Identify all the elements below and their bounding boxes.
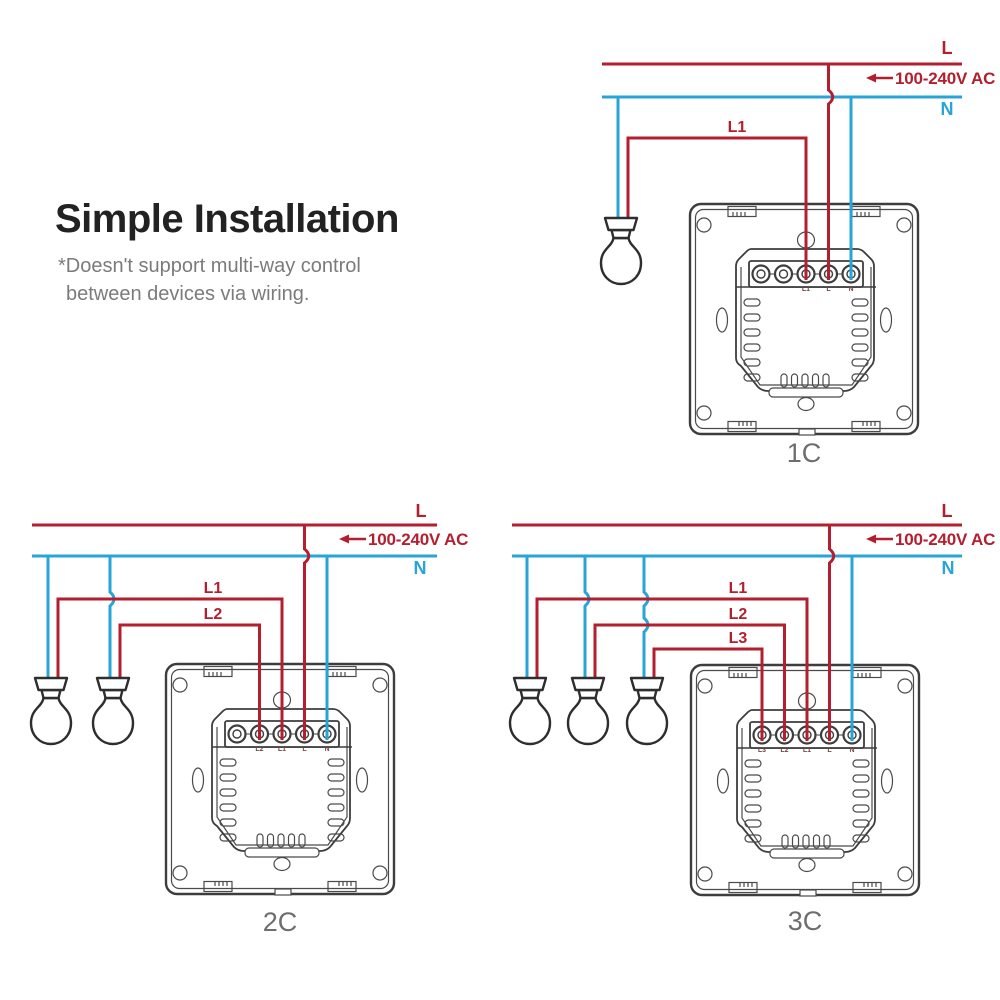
branch-label-l1: L1 bbox=[729, 580, 748, 597]
light-bulb bbox=[508, 676, 552, 746]
live-label: L bbox=[416, 501, 427, 521]
branch-label-l1: L1 bbox=[728, 119, 747, 136]
branch-wire-l2 bbox=[118, 623, 261, 740]
branch-wire-l3 bbox=[652, 647, 764, 741]
switch-plate bbox=[689, 663, 921, 898]
page-note: *Doesn't support multi-way control betwe… bbox=[58, 252, 361, 308]
note-line-2: between devices via wiring. bbox=[66, 283, 310, 305]
switch-plate bbox=[688, 202, 920, 437]
terminal-label: L1 bbox=[803, 747, 811, 754]
neutral-label: N bbox=[414, 558, 427, 578]
branch-wire-l1 bbox=[535, 597, 809, 741]
voltage-label: 100-240V AC bbox=[895, 69, 995, 88]
terminal-label: N bbox=[849, 747, 854, 754]
light-bulb bbox=[91, 676, 135, 746]
terminal-label: L bbox=[826, 286, 831, 293]
diagram-2c: L N 100-240V AC L1 L2 L2 L1 L N 2C bbox=[29, 501, 468, 937]
neutral-label: N bbox=[941, 99, 954, 119]
voltage-arrow-icon bbox=[339, 534, 366, 544]
branch-label-l3: L3 bbox=[729, 630, 748, 647]
light-bulb bbox=[566, 676, 610, 746]
note-line-1: *Doesn't support multi-way control bbox=[58, 255, 361, 277]
terminal-label: N bbox=[324, 746, 329, 753]
diagram-caption: 1C bbox=[787, 438, 822, 468]
switch-plate bbox=[164, 662, 396, 897]
voltage-arrow-icon bbox=[866, 534, 893, 544]
terminal-label: N bbox=[848, 286, 853, 293]
voltage-arrow-icon bbox=[866, 73, 893, 83]
diagram-1c: L N 100-240V AC L1 L1 L N 1C bbox=[599, 38, 995, 468]
terminal-label: L bbox=[302, 746, 307, 753]
light-bulb bbox=[625, 676, 669, 746]
voltage-label: 100-240V AC bbox=[895, 530, 995, 549]
branch-wire-l1 bbox=[56, 597, 284, 740]
terminal-label: L bbox=[827, 747, 832, 754]
neutral-label: N bbox=[942, 558, 955, 578]
light-bulb bbox=[29, 676, 73, 746]
branch-label-l2: L2 bbox=[729, 606, 748, 623]
live-feed-wire bbox=[828, 525, 836, 741]
terminal-label: L2 bbox=[255, 746, 263, 753]
terminal-label: L2 bbox=[780, 747, 788, 754]
branch-wire-l1 bbox=[626, 136, 808, 280]
branch-label-l2: L2 bbox=[204, 606, 223, 623]
neutral-lamp-wire-2 bbox=[108, 556, 116, 678]
diagram-caption: 2C bbox=[263, 907, 298, 937]
live-label: L bbox=[942, 501, 953, 521]
live-feed-wire bbox=[303, 525, 311, 740]
page-title: Simple Installation bbox=[55, 197, 399, 241]
terminal-label: L1 bbox=[278, 746, 286, 753]
live-feed-wire bbox=[827, 64, 835, 280]
neutral-lamp-wire-3 bbox=[642, 556, 650, 678]
branch-wire-l2 bbox=[593, 623, 786, 741]
neutral-lamp-wire-2 bbox=[583, 556, 591, 678]
terminal-label: L3 bbox=[758, 747, 766, 754]
live-label: L bbox=[942, 38, 953, 58]
diagram-3c: L N 100-240V AC L1 L2 L3 L3 L2 bbox=[508, 501, 995, 936]
branch-label-l1: L1 bbox=[204, 580, 223, 597]
diagram-caption: 3C bbox=[788, 906, 823, 936]
terminal-label: L1 bbox=[802, 286, 810, 293]
voltage-label: 100-240V AC bbox=[368, 530, 468, 549]
light-bulb bbox=[599, 216, 643, 286]
